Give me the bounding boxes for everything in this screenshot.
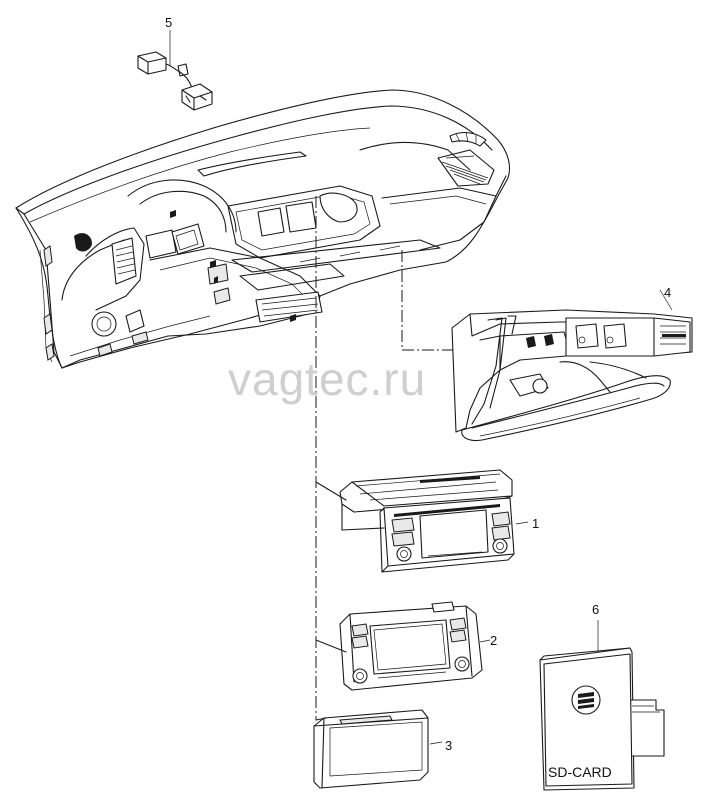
part-5-cable-connector	[137, 30, 213, 111]
callout-3: 3	[445, 738, 453, 753]
callout-1: 1	[532, 516, 540, 531]
part-6-sd-card	[539, 620, 665, 791]
callout-4: 4	[664, 285, 672, 300]
part-4-glove-box	[451, 289, 693, 442]
watermark-text: vagtec.ru	[228, 353, 427, 405]
part-1-radio-unit	[315, 469, 529, 573]
dashboard-assembly	[15, 89, 511, 369]
callout-5: 5	[165, 15, 173, 30]
sd-card-label: SD-CARD	[548, 764, 612, 780]
callout-6: 6	[592, 602, 600, 617]
callout-2: 2	[490, 633, 498, 648]
part-2-radio-display	[315, 601, 491, 691]
part-3-display-module	[313, 709, 443, 789]
